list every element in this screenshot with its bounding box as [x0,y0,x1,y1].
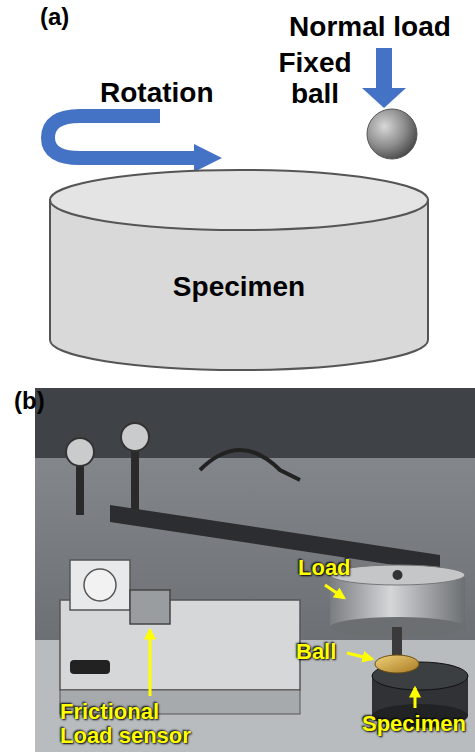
steel-ball [367,109,417,159]
node-label: Specimen [48,272,430,303]
part-label: Fixed ball [270,48,360,110]
panel-label: (a) [40,4,90,30]
motion-label: Rotation [100,78,230,109]
specimen-cylinder: Specimen [48,168,430,372]
tribometer-photo [35,388,475,752]
cylinder-outline [48,168,430,372]
panel-label: (b) [14,388,54,414]
rotation-arrowhead [194,144,222,172]
cylinder-top [50,170,428,230]
load-arrow-shaft [376,48,392,90]
force-label: Normal load [278,12,462,43]
part-label: Load [298,556,358,580]
rotation-arrow [48,116,196,158]
part-label: Frictional Load sensor [60,700,210,748]
part-label: Specimen [362,712,472,736]
part-label: Ball [296,640,346,664]
load-arrowhead [362,88,406,108]
